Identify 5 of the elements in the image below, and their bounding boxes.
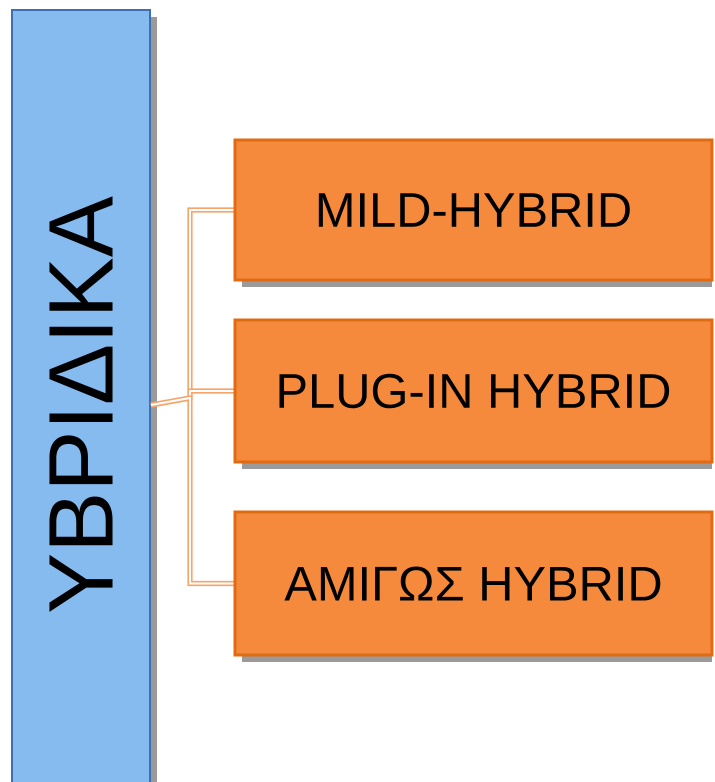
category-box: ΑΜΙΓΩΣ HYBRID (234, 510, 714, 662)
category-box: PLUG-IN HYBRID (234, 318, 714, 469)
category-box: MILD-HYBRID (234, 138, 714, 287)
connector-line (150, 394, 234, 586)
category-bar: ΥΒΡΙΔΙΚΑ (11, 9, 157, 782)
